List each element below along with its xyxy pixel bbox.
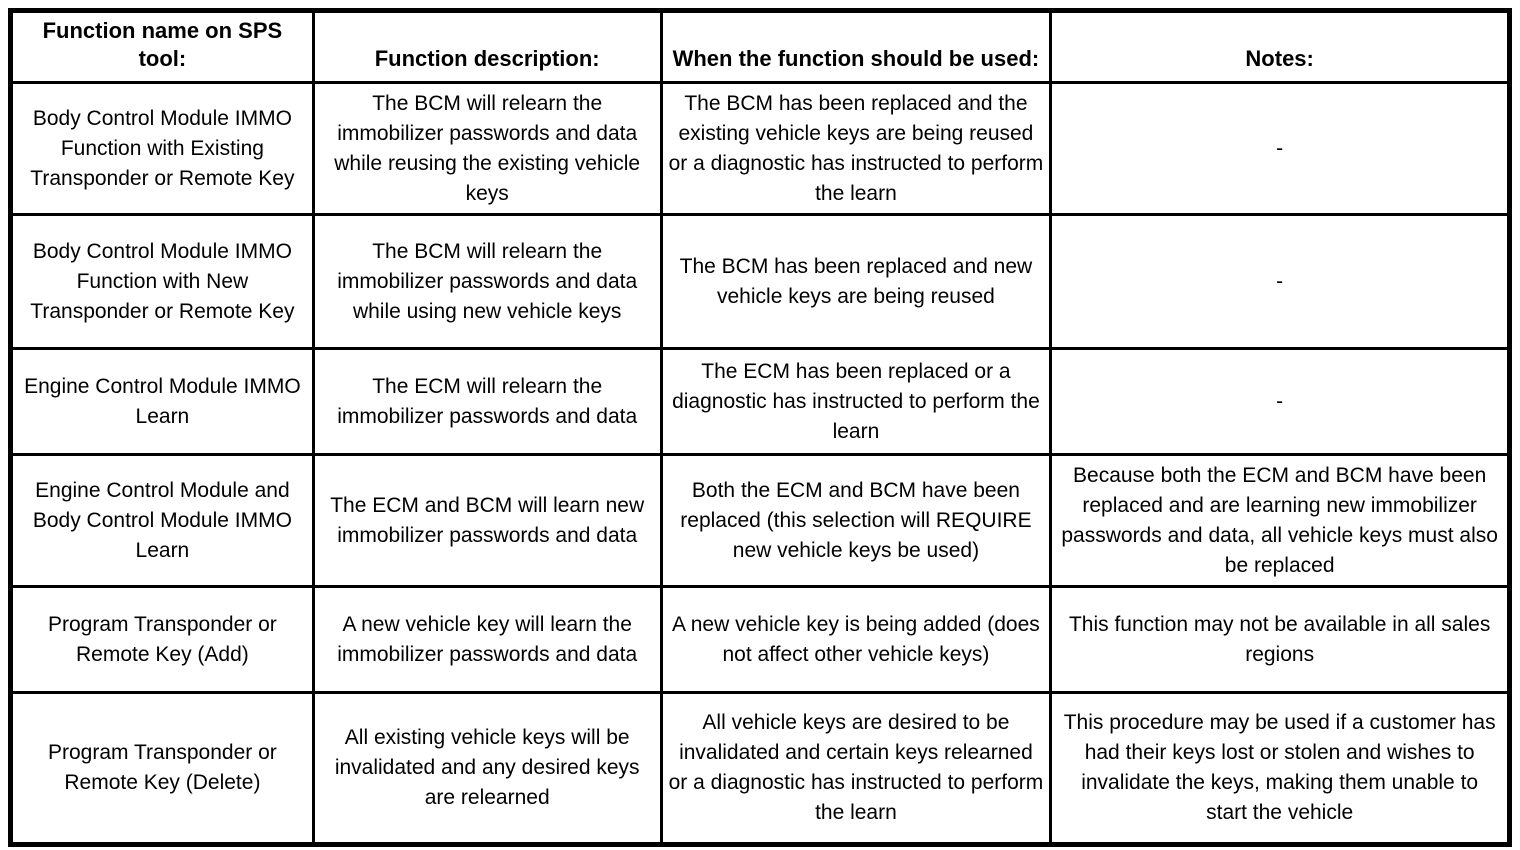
cell-notes: - bbox=[1049, 213, 1511, 350]
cell-notes: Because both the ECM and BCM have been r… bbox=[1049, 453, 1511, 588]
sps-functions-table: Function name on SPS tool: Function desc… bbox=[8, 8, 1512, 847]
cell-function-name: Program Transponder or Remote Key (Add) bbox=[9, 585, 315, 694]
cell-function-description: The BCM will relearn the immobilizer pas… bbox=[311, 81, 663, 216]
table-row: Engine Control Module and Body Control M… bbox=[9, 453, 1511, 588]
cell-function-description: The ECM and BCM will learn new immobiliz… bbox=[311, 453, 663, 588]
cell-notes: - bbox=[1049, 81, 1511, 216]
header-function-description: Function description: bbox=[311, 9, 663, 84]
cell-when-used: Both the ECM and BCM have been replaced … bbox=[659, 453, 1053, 588]
cell-function-description: All existing vehicle keys will be invali… bbox=[311, 691, 663, 846]
cell-when-used: All vehicle keys are desired to be inval… bbox=[659, 691, 1053, 846]
header-function-name: Function name on SPS tool: bbox=[9, 9, 315, 84]
cell-when-used: A new vehicle key is being added (does n… bbox=[659, 585, 1053, 694]
table-row: Body Control Module IMMO Function with N… bbox=[9, 213, 1511, 350]
cell-when-used: The ECM has been replaced or a diagnosti… bbox=[659, 347, 1053, 456]
table-row: Program Transponder or Remote Key (Delet… bbox=[9, 691, 1511, 846]
cell-function-name: Body Control Module IMMO Function with N… bbox=[9, 213, 315, 350]
cell-notes: This function may not be available in al… bbox=[1049, 585, 1511, 694]
cell-when-used: The BCM has been replaced and new vehicl… bbox=[659, 213, 1053, 350]
cell-function-description: The ECM will relearn the immobilizer pas… bbox=[311, 347, 663, 456]
table-row: Body Control Module IMMO Function with E… bbox=[9, 81, 1511, 216]
cell-function-name: Program Transponder or Remote Key (Delet… bbox=[9, 691, 315, 846]
table-header-row: Function name on SPS tool: Function desc… bbox=[9, 9, 1511, 84]
cell-function-description: The BCM will relearn the immobilizer pas… bbox=[311, 213, 663, 350]
header-when-used: When the function should be used: bbox=[659, 9, 1053, 84]
cell-function-name: Body Control Module IMMO Function with E… bbox=[9, 81, 315, 216]
cell-when-used: The BCM has been replaced and the existi… bbox=[659, 81, 1053, 216]
table-row: Engine Control Module IMMO Learn The ECM… bbox=[9, 347, 1511, 456]
table-row: Program Transponder or Remote Key (Add) … bbox=[9, 585, 1511, 694]
cell-notes: This procedure may be used if a customer… bbox=[1049, 691, 1511, 846]
cell-notes: - bbox=[1049, 347, 1511, 456]
cell-function-name: Engine Control Module and Body Control M… bbox=[9, 453, 315, 588]
header-notes: Notes: bbox=[1049, 9, 1511, 84]
cell-function-name: Engine Control Module IMMO Learn bbox=[9, 347, 315, 456]
cell-function-description: A new vehicle key will learn the immobil… bbox=[311, 585, 663, 694]
